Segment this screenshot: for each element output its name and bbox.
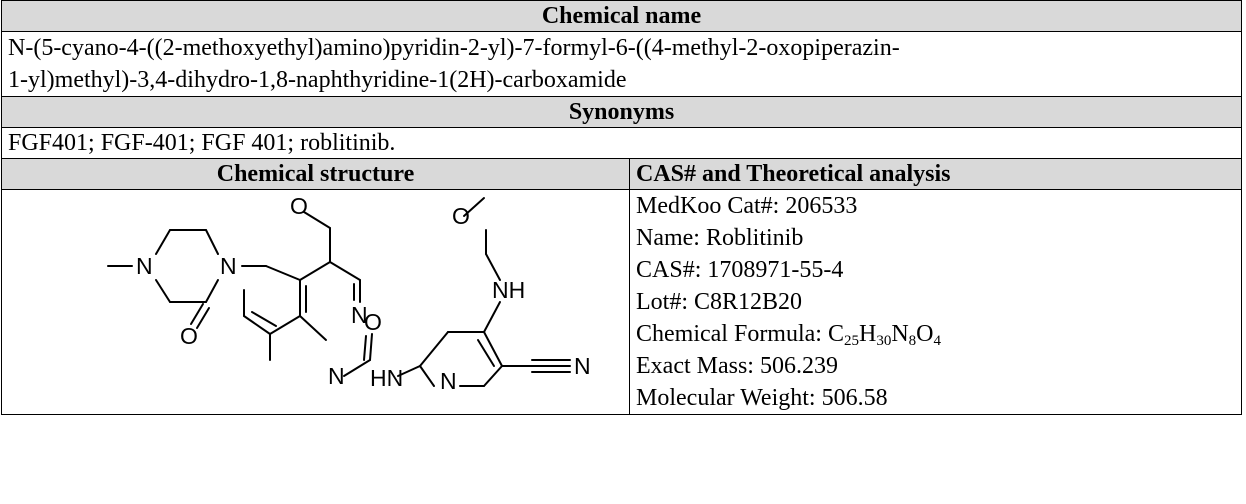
bond-ald-2: [303, 211, 331, 229]
analysis-header: CAS# and Theoretical analysis: [629, 158, 1242, 190]
exact-mass: Exact Mass: 506.239: [636, 353, 838, 379]
bond-hn-1: [397, 365, 421, 377]
bond-nh-2: [485, 253, 501, 281]
bond-py-4d: [477, 339, 495, 367]
compound-info-table: Chemical name N-(5-cyano-4-((2-methoxyet…: [1, 0, 1242, 415]
bond-linker-2: [265, 265, 301, 281]
atom-hn: HN: [370, 365, 403, 389]
synonyms-header: Synonyms: [1, 96, 1242, 128]
bond-py-2: [419, 365, 435, 387]
atom-n-amide: N: [328, 363, 345, 389]
formula-h: H: [858, 321, 877, 347]
atom-n-nitrile: N: [574, 353, 591, 379]
atom-nh: NH: [492, 277, 525, 303]
atom-o-amide: O: [364, 309, 382, 335]
bond-ring-2: [299, 261, 331, 281]
bond-ring-5: [269, 315, 301, 335]
bond-amide-2: [369, 333, 373, 361]
atom-o-aldehyde: O: [290, 193, 308, 219]
atom-o-ketone: O: [180, 323, 198, 349]
chemical-name-line-1: N-(5-cyano-4-((2-methoxyethyl)amino)pyri…: [8, 35, 900, 61]
bond-pip-1: [155, 229, 171, 255]
bond-ring-10: [299, 315, 327, 341]
compound-name: Name: Roblitinib: [636, 225, 804, 251]
formula-n-count: 8: [908, 333, 917, 349]
bond-pip-4: [205, 279, 219, 303]
bond-nh-1: [483, 301, 501, 333]
bond-amide-2d: [363, 335, 367, 361]
molecular-weight: Molecular Weight: 506.58: [636, 385, 888, 411]
bond-methoxy: [463, 197, 485, 217]
bond-py-5: [483, 365, 503, 387]
bond-ring-6: [243, 315, 271, 335]
synonyms-value: FGF401; FGF-401; FGF 401; roblitinib.: [1, 127, 1242, 159]
bond-ketone-b: [196, 307, 210, 329]
chemical-name-value: N-(5-cyano-4-((2-methoxyethyl)amino)pyri…: [1, 31, 1242, 97]
formula-o-count: 4: [933, 333, 942, 349]
analysis-cell: MedKoo Cat#: 206533 Name: Roblitinib CAS…: [629, 189, 1242, 415]
bond-amide-1: [343, 359, 371, 377]
chemical-name-header: Chemical name: [1, 0, 1242, 32]
bond-py-1: [419, 331, 449, 367]
atom-n-methyl: N: [136, 253, 153, 279]
atom-n-ring: N: [351, 302, 368, 328]
molecule-structure: N N O O N N O HN N NH O N: [107, 193, 591, 389]
formula-c-count: 25: [843, 333, 859, 349]
formula-label: Chemical Formula:: [636, 321, 828, 347]
bond-ring-6d: [251, 311, 277, 327]
chemical-name-line-2: 1-yl)methyl)-3,4-dihydro-1,8-naphthyridi…: [8, 67, 627, 93]
atom-n-piperazine: N: [220, 253, 237, 279]
formula-o: O: [916, 321, 934, 347]
formula-h-count: 30: [876, 333, 892, 349]
medkoo-cat: MedKoo Cat#: 206533: [636, 193, 858, 219]
formula-c: C: [827, 321, 844, 347]
chemical-structure-header: Chemical structure: [1, 158, 630, 190]
bond-ketone-a: [190, 303, 204, 325]
bond-py-4: [483, 331, 503, 367]
chemical-structure-cell: N N O O N N O HN N NH O N: [1, 189, 630, 415]
lot-number: Lot#: C8R12B20: [636, 289, 803, 315]
bond-pip-6: [155, 279, 171, 303]
atom-n-pyridine: N: [440, 368, 457, 389]
chemical-formula: Chemical Formula: C25H30N8O4: [636, 318, 1235, 350]
bond-ring-3: [329, 261, 361, 281]
bond-pip-3: [205, 229, 219, 255]
atom-o-methoxy: O: [452, 203, 470, 229]
formula-n: N: [891, 321, 909, 347]
cas-number: CAS#: 1708971-55-4: [636, 257, 844, 283]
